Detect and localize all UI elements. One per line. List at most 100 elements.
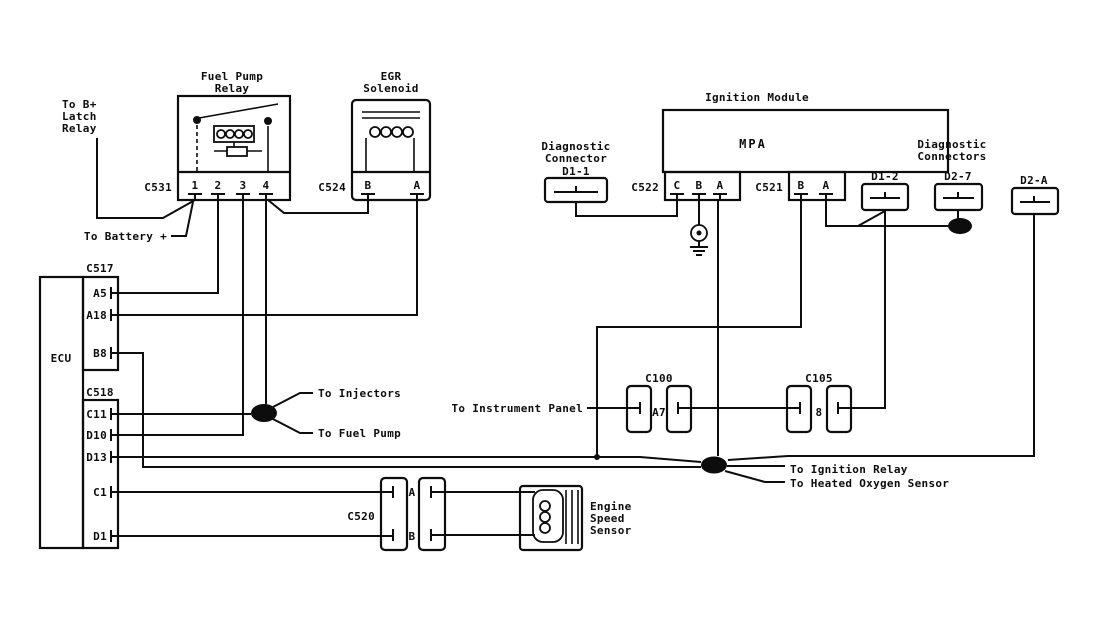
diag-d1-2-terminal-glyph [870,192,900,199]
ecu-pin-c11: C11 [86,408,107,421]
ignition-splice [701,456,785,483]
c100-pin-label: A7 [652,406,666,419]
relay-coil-turn [216,129,226,139]
ignition-module-box [661,108,950,174]
ignition-module-component: Ignition Module MPA C522 C B A C521 B A [631,91,950,202]
diag2-title-line2: Connectors [917,150,986,163]
latch-relay-label-line2: Latch [62,110,97,123]
c520-pin-b-label: B [409,530,416,543]
c521-strip-box [787,170,847,202]
diag-d2-7-id: D2-7 [944,170,972,183]
wire-labels: To B+ Latch Relay To Battery + To Inject… [62,98,949,490]
fuel-pump-label: To Fuel Pump [318,427,401,440]
fuel-pump-relay-component: Fuel Pump Relay C531 1 2 3 4 [144,70,292,202]
sensor-coil-turn [539,522,551,534]
relay-pin-2: 2 [215,179,222,192]
egr-coil-turn [391,126,403,138]
ecu-pin-d10: D10 [86,429,107,442]
wire-splice-to-d2-a [727,214,1035,461]
egr-coil-leads [365,138,415,172]
c105-pin-label: 8 [816,406,823,419]
splice-dot [251,404,277,422]
relay-coil-turn [225,129,235,139]
relay-pin-4: 4 [263,179,270,192]
c522-pin-c: C [674,179,681,192]
ecu-connector-c517-label: C517 [86,262,114,275]
ecu-pin-d13: D13 [86,451,107,464]
relay-title-line2: Relay [215,82,250,95]
wire-splice-to-fuel-pump [272,418,313,434]
sensor-box [518,484,584,552]
c522-strip-box [663,170,742,202]
wire-splice-to-o2-sensor [724,470,785,483]
ground-eyelet-dot [696,230,702,236]
egr-pin-a: A [414,179,421,192]
engine-speed-sensor-component: Engine Speed Sensor [518,484,632,552]
ecu-connector-c518-box [81,398,120,550]
wire-b8-to-splice [111,352,701,468]
diag-d1-2-id: D1-2 [871,170,899,183]
sensor-core-lines [565,490,579,544]
injectors-label: To Injectors [318,387,401,400]
ecu-connector-c517-box [81,275,120,372]
ecu-pin-a5: A5 [93,287,107,300]
wire-d10-to-relay-pin3 [111,200,244,436]
wire-splice-to-injectors [272,392,313,408]
relay-box [176,94,292,202]
c521-connector-label: C521 [755,181,783,194]
ignition-module-title: Ignition Module [705,91,809,104]
diagnostic-connector-d1-1: Diagnostic Connector D1-1 [541,140,610,204]
diagnostic-connectors-right: Diagnostic Connectors D1-2 D2-7 D2-A [860,138,1060,216]
ecu-component: ECU C517 C518 A5 A18 B8 C11 D10 D13 C1 D… [38,262,120,550]
splice-dot [701,456,727,474]
c522-pin-a: A [717,179,724,192]
relay-pin-ticks [188,193,273,200]
egr-coil-turn [380,126,392,138]
inline-connector-c520: C520 A B [347,476,447,552]
inline-connector-c100: C100 A7 [625,372,693,434]
relay-resistor [226,146,248,157]
egr-pin-ticks [361,193,424,200]
c520-right-half [417,476,447,552]
egr-box [350,98,432,202]
ecu-box [38,275,85,550]
c522-connector-label: C522 [631,181,659,194]
relay-contact-right [264,117,272,125]
wire-battery-leader [171,201,194,237]
relay-pin-3: 3 [240,179,247,192]
diag1-title-line1: Diagnostic [541,140,610,153]
diag1-terminal-glyph [554,186,598,193]
heated-o2-label: To Heated Oxygen Sensor [790,477,949,490]
c105-label: C105 [805,372,833,385]
ignition-pin-ticks [670,193,833,200]
ecu-pin-c1: C1 [93,486,107,499]
splice-dot [948,218,972,234]
wire-a5-to-relay-pin2 [111,200,219,294]
egr-title-line1: EGR [381,70,402,83]
sensor-label-line2: Speed [590,512,625,525]
relay-coil-turn [234,129,244,139]
instrument-panel-label: To Instrument Panel [451,402,583,415]
sensor-coil-turn [539,500,551,512]
egr-connector-label: C524 [318,181,346,194]
c520-pin-a-label: A [409,486,416,499]
ecu-label: ECU [51,352,72,365]
relay-coil-turn [243,129,253,139]
egr-pin-b: B [365,179,372,192]
c520-left-half [379,476,409,552]
egr-title-line2: Solenoid [363,82,418,95]
diag1-id: D1-1 [562,165,590,178]
sensor-label-line1: Engine [590,500,632,513]
diag2-title-line1: Diagnostic [917,138,986,151]
d2-7-splice [948,218,972,234]
c100-label: C100 [645,372,673,385]
diag-d2-7-terminal-glyph [943,192,974,199]
latch-relay-label-line3: Relay [62,122,97,135]
sensor-coil-turn [539,511,551,523]
egr-top-lines [362,111,420,119]
wire-a18-to-egr-a [111,200,418,316]
ecu-pin-b8: B8 [93,347,107,360]
c522-pin-b: B [696,179,703,192]
relay-title-line1: Fuel Pump [201,70,263,83]
